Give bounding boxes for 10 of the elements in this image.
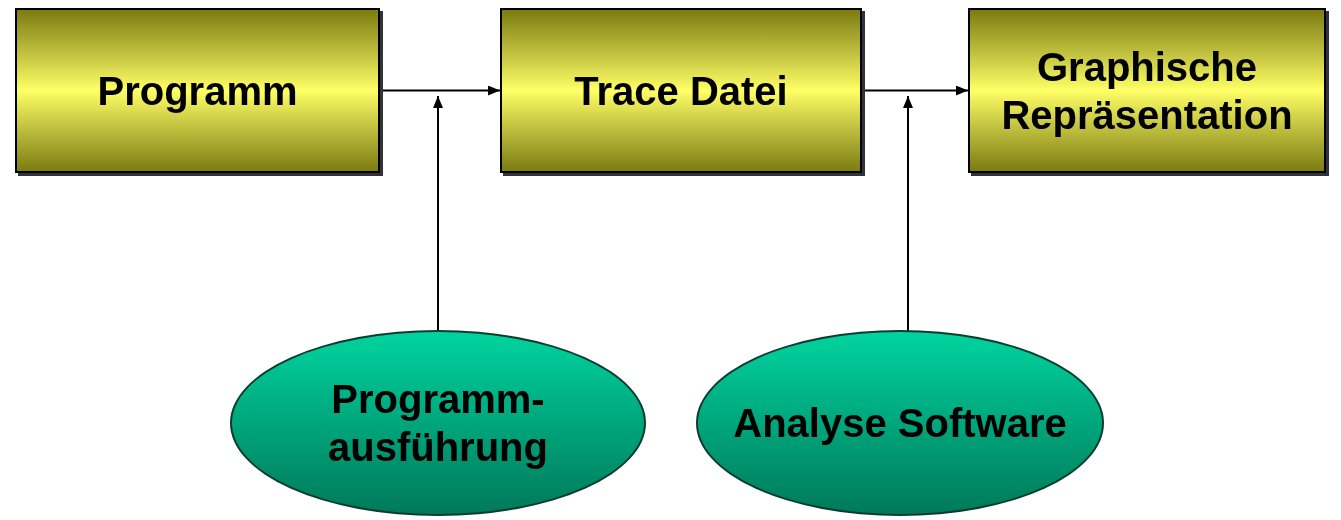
arrow <box>433 95 443 332</box>
node-label: Trace Datei <box>573 67 789 115</box>
node-label: Programm <box>96 67 299 115</box>
process-box <box>968 8 1326 173</box>
node-label: Analyse Software <box>732 400 1068 447</box>
process-box <box>15 8 380 173</box>
arrow <box>903 95 913 332</box>
node-label: Graphische Repräsentation <box>1000 43 1294 139</box>
process-box <box>500 8 862 173</box>
node-label: Programm- ausführung <box>327 376 549 471</box>
